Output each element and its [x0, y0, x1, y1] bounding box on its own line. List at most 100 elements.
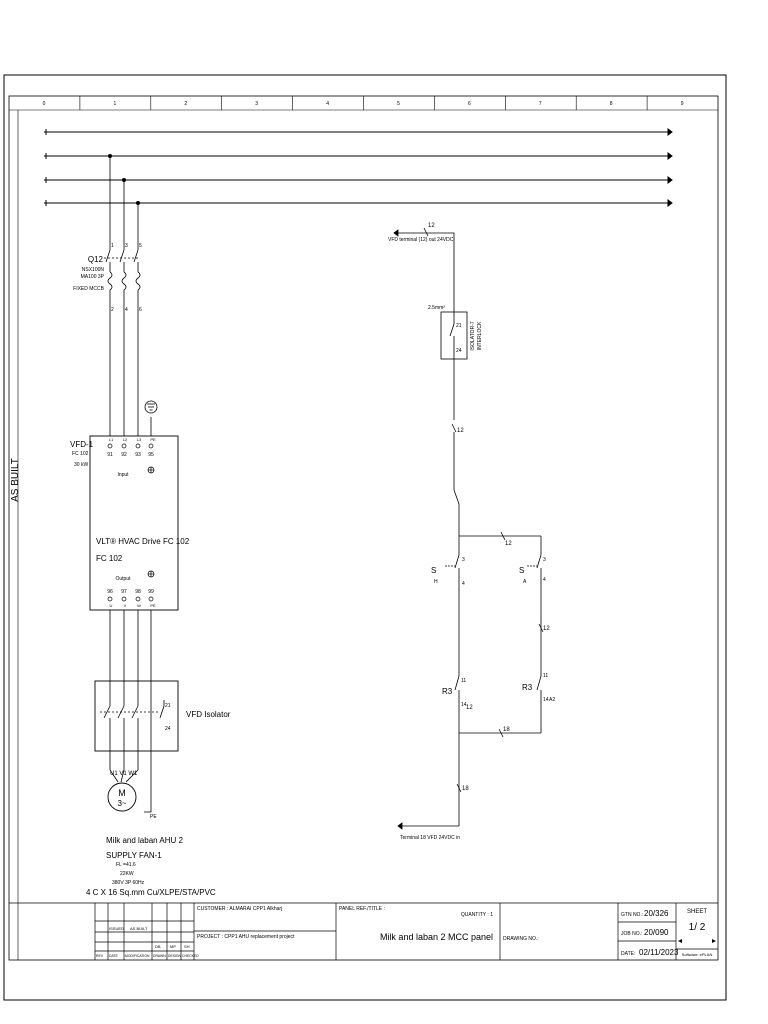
vfd-in-91: 91	[107, 452, 113, 458]
vfd-out-98: 98	[135, 589, 141, 595]
vfd-out-v: V	[124, 603, 127, 608]
tb-sheet-label: SHEET	[687, 909, 707, 915]
motor-title-2: SUPPLY FAN-1	[106, 851, 162, 860]
vfd-input-label: Input	[117, 472, 129, 478]
ctrl-sink-label: Terminal 18 VFD 24VDC in	[400, 835, 460, 841]
vfd-in-l2: L2	[123, 437, 128, 442]
sa-t3: 3	[543, 557, 546, 563]
vfd-out-96: 96	[107, 589, 113, 595]
ctrl-cable-size: 2.5mm²	[428, 305, 445, 311]
vfd-drive-title: VLT® HVAC Drive FC 102	[96, 537, 190, 546]
control-wiring	[393, 227, 544, 830]
motor-spec-3: 380V 3P 60Hz	[112, 880, 145, 886]
q12-term-2: 2	[111, 307, 114, 313]
q12-term-4: 4	[125, 307, 128, 313]
tb-sheet-value: 1/ 2	[689, 922, 706, 933]
vfd-drive-sub: FC 102	[96, 554, 123, 563]
side-label: AS BUILT	[10, 458, 21, 502]
tb-panel-ref: PANEL REF./TITLE :	[339, 906, 385, 912]
interlock-label: ISOLATOR-7	[470, 321, 476, 350]
vfd-out-w: W	[137, 603, 141, 608]
rev-header: DATE	[109, 954, 119, 958]
tb-customer: CUSTOMER : ALMARAI CPP1 Alkharj	[197, 906, 282, 912]
motor-spec-2: 22KW	[120, 871, 134, 877]
r3-label-left: R3	[442, 687, 453, 696]
q12-term-6: 6	[139, 307, 142, 313]
motor-feed-lines	[100, 610, 165, 813]
motor-phase: 3~	[117, 799, 126, 808]
ground-terminal-icon	[147, 466, 155, 474]
q12-desc-1: NSX100N	[82, 267, 105, 273]
ctrl-wire-12-c: 12	[543, 626, 550, 632]
earth-icon	[144, 400, 158, 414]
sheet-nav-arrows-icon	[678, 939, 716, 943]
rev-sub-db: DB	[155, 944, 161, 949]
vfd-power: 30 kW	[74, 462, 88, 468]
tb-drawing-no: DRAWING NO.:	[503, 936, 539, 942]
motor-symbol: M	[118, 788, 126, 798]
r3-label-right: R3	[522, 683, 533, 692]
tb-panel-title: Milk and laban 2 MCC panel	[380, 932, 493, 942]
vfd-output-label: Output	[115, 576, 131, 582]
vfd-in-93: 93	[135, 452, 141, 458]
column-label: 8	[610, 101, 613, 107]
motor-icon	[107, 782, 137, 812]
isolator-aux-bottom: 24	[165, 726, 171, 732]
interlock-t2: 24	[456, 348, 462, 354]
rev-header: CHECKED	[182, 954, 199, 958]
ctrl-wire-12-a: 12	[457, 428, 464, 434]
column-label: 5	[397, 101, 400, 107]
column-label: 6	[468, 101, 471, 107]
tb-gtn-label: GTN NO.:	[621, 912, 643, 918]
q12-term-5: 5	[139, 243, 142, 249]
rev-header: MODIFICATION	[125, 954, 150, 958]
tb-date-value: 02/11/2023	[639, 948, 679, 957]
interlock-sub: INTERLOCK	[477, 321, 483, 350]
motor-terminals: U1 V1 W1	[110, 771, 138, 777]
rev-sub-mp: MP	[170, 944, 176, 949]
busbars	[44, 128, 673, 207]
title-block	[9, 902, 718, 960]
tb-gtn-value: 20/326	[644, 909, 669, 918]
phase-lines	[104, 156, 152, 436]
motor-spec-1: FL =41.6	[116, 862, 136, 868]
vfd-out-97: 97	[121, 589, 127, 595]
ctrl-wire-18-a: 18	[503, 727, 510, 733]
ctrl-source-label: VFD terminal (12) out 24VDC	[388, 237, 454, 243]
column-label: 3	[255, 101, 258, 107]
interlock-t1: 21	[456, 323, 462, 329]
rev-issued: ISSUED	[109, 926, 124, 931]
tb-job-value: 20/090	[644, 928, 669, 937]
r3-left-t14: 14	[461, 702, 467, 708]
q12-tag: Q12	[88, 255, 104, 264]
ctrl-wire-18-b: 18	[462, 786, 469, 792]
motor-cable: 4 C X 16 Sq.mm Cu/XLPE/STA/PVC	[86, 888, 216, 897]
rev-header: DESIGN	[168, 954, 182, 958]
q12-desc-2: MA100 3P	[81, 274, 105, 280]
vfd-out-99: 99	[148, 589, 154, 595]
tb-job-label: JOB NO.:	[621, 931, 642, 937]
vfd-out-pe: PE	[150, 603, 156, 608]
vfd-in-l1: L1	[109, 437, 114, 442]
isolator-aux-top: 21	[165, 703, 171, 709]
vfd-in-95: 95	[148, 452, 154, 458]
column-label: 1	[114, 101, 117, 107]
motor-pe: PE	[150, 814, 157, 820]
vfd-model: FC 102	[72, 451, 89, 457]
vfd-in-92: 92	[121, 452, 127, 458]
q12-term-1: 1	[111, 243, 114, 249]
tb-date-label: DATE:	[621, 951, 635, 957]
r3-right-a2: A2	[549, 697, 555, 703]
sh-sub: H	[434, 579, 438, 585]
column-label: 2	[184, 101, 187, 107]
tb-project: PROJECT : CPP1 AHU replacement project	[197, 934, 295, 940]
sheet-border	[3, 74, 727, 1001]
rev-asbuilt: AS BUILT	[130, 926, 148, 931]
sa-sub: A	[523, 579, 527, 585]
column-label: 0	[43, 101, 46, 107]
sa-t4: 4	[543, 577, 546, 583]
sa-label: S	[519, 566, 524, 575]
rev-header: DRAWN	[153, 954, 166, 958]
output-ground-icon	[147, 570, 155, 578]
